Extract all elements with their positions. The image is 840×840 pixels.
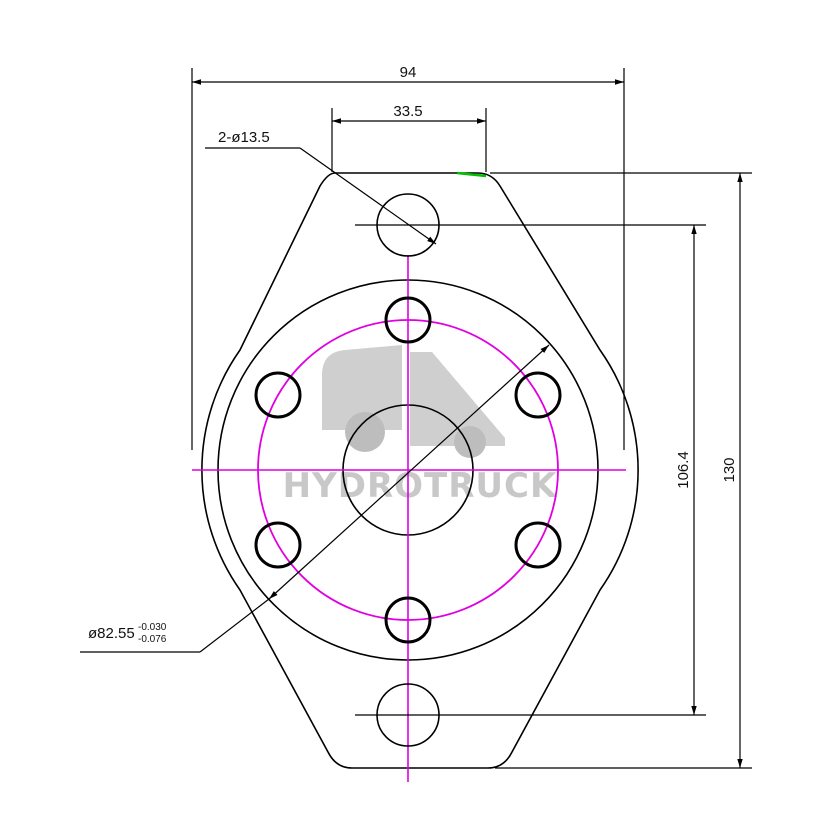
accent-mark (456, 171, 487, 178)
dim-overall-width (191, 68, 625, 450)
dim-pilot-diameter-label: ø82.55 (88, 625, 135, 642)
dim-pilot-tol-lower: -0.076 (138, 634, 167, 645)
dim-overall-height (490, 172, 752, 769)
flange-outline (201, 172, 639, 769)
dim-bolt-circle-vertical (355, 224, 706, 716)
dim-bolt-circle-vertical-label: 106.4 (675, 451, 692, 489)
dim-overall-height-label: 130 (721, 457, 738, 482)
dim-hole-spacing-label: 33.5 (393, 103, 422, 120)
dim-pilot-tol-upper: -0.030 (138, 622, 167, 633)
callout-mounting-holes-label: 2-ø13.5 (218, 129, 270, 146)
watermark: HYDROTRUCK (283, 345, 558, 506)
dim-pilot-diameter (80, 344, 550, 653)
bolt-hole-top (384, 296, 432, 344)
watermark-text: HYDROTRUCK (283, 466, 558, 506)
dim-overall-width-label: 94 (400, 64, 417, 81)
callout-mounting-holes (205, 147, 437, 245)
dim-hole-spacing (331, 108, 487, 172)
